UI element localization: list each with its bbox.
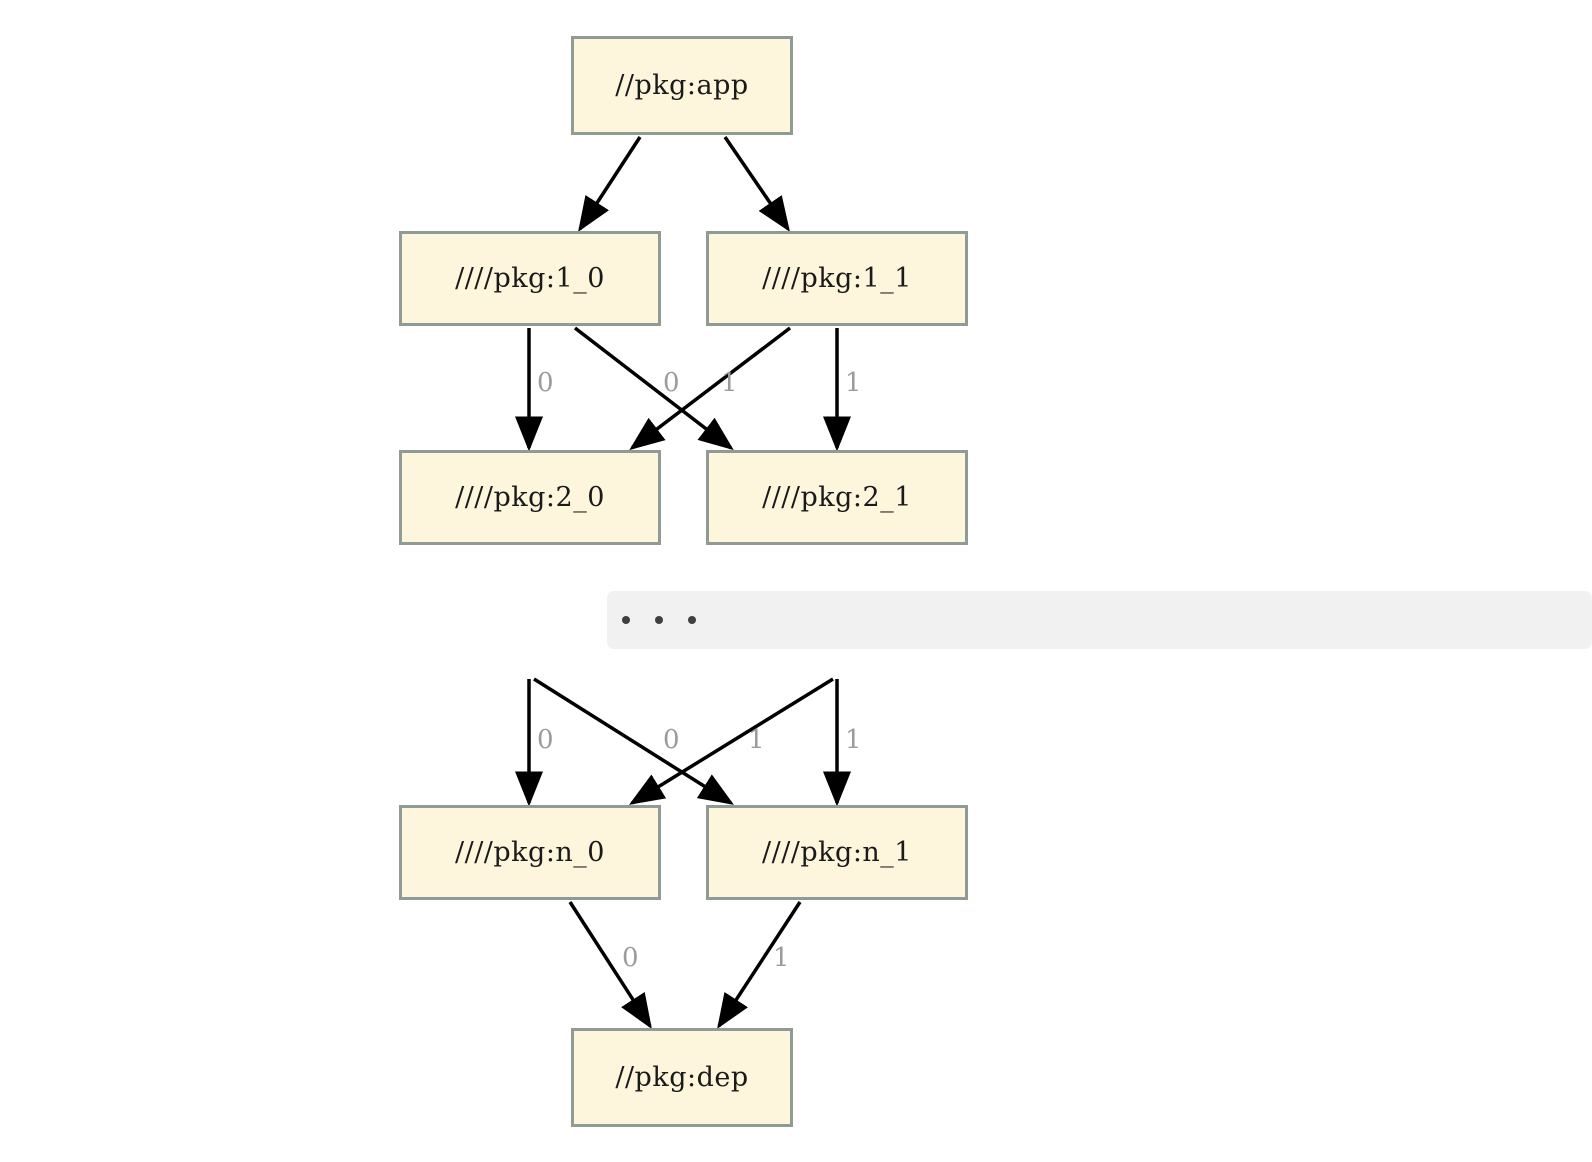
graph-node-l1_1[interactable]: ////pkg:1_1 bbox=[706, 231, 968, 326]
graph-edge-label: 1 bbox=[845, 368, 862, 398]
graph-node-l2_1[interactable]: ////pkg:2_1 bbox=[706, 450, 968, 545]
graph-edge-label: 1 bbox=[773, 943, 790, 973]
edges-group bbox=[515, 136, 851, 1029]
graph-node-ln_1[interactable]: ////pkg:n_1 bbox=[706, 805, 968, 900]
graph-node-app[interactable]: //pkg:app bbox=[571, 36, 793, 135]
graph-edge-label: 1 bbox=[721, 368, 738, 398]
graph-edge-label: 0 bbox=[537, 725, 554, 755]
graph-edge bbox=[629, 677, 834, 805]
graph-node-label: ////pkg:1_0 bbox=[455, 263, 605, 294]
graph-node-l1_0[interactable]: ////pkg:1_0 bbox=[399, 231, 661, 326]
graph-node-label: ////pkg:2_1 bbox=[762, 482, 912, 513]
graph-edge-label: 1 bbox=[845, 725, 862, 755]
graph-edge bbox=[717, 901, 802, 1029]
graph-node-label: //pkg:app bbox=[615, 70, 749, 101]
ellipsis-dots bbox=[622, 616, 696, 624]
graph-edge-label: 0 bbox=[663, 725, 680, 755]
graph-edge-label: 0 bbox=[663, 368, 680, 398]
graph-node-ln_0[interactable]: ////pkg:n_0 bbox=[399, 805, 661, 900]
graph-node-label: ////pkg:1_1 bbox=[762, 263, 912, 294]
graph-edge bbox=[573, 326, 734, 451]
ellipsis-dot bbox=[622, 616, 630, 624]
graph-edge-label: 0 bbox=[537, 368, 554, 398]
ellipsis-dot bbox=[688, 616, 696, 624]
ellipsis-band bbox=[607, 591, 1592, 649]
graph-node-label: ////pkg:n_0 bbox=[455, 837, 605, 868]
ellipsis-dot bbox=[655, 616, 663, 624]
graph-edge-label: 1 bbox=[748, 725, 765, 755]
graph-edge bbox=[629, 326, 792, 451]
graph-node-l2_0[interactable]: ////pkg:2_0 bbox=[399, 450, 661, 545]
graph-edge bbox=[568, 901, 652, 1029]
graph-node-label: ////pkg:2_0 bbox=[455, 482, 605, 513]
graph-edge bbox=[723, 136, 790, 232]
graph-edge bbox=[533, 677, 734, 805]
graph-node-label: //pkg:dep bbox=[615, 1062, 749, 1093]
graph-edge-label: 0 bbox=[622, 943, 639, 973]
graph-node-dep[interactable]: //pkg:dep bbox=[571, 1028, 793, 1127]
graph-node-label: ////pkg:n_1 bbox=[762, 837, 912, 868]
graph-edge bbox=[578, 136, 642, 232]
